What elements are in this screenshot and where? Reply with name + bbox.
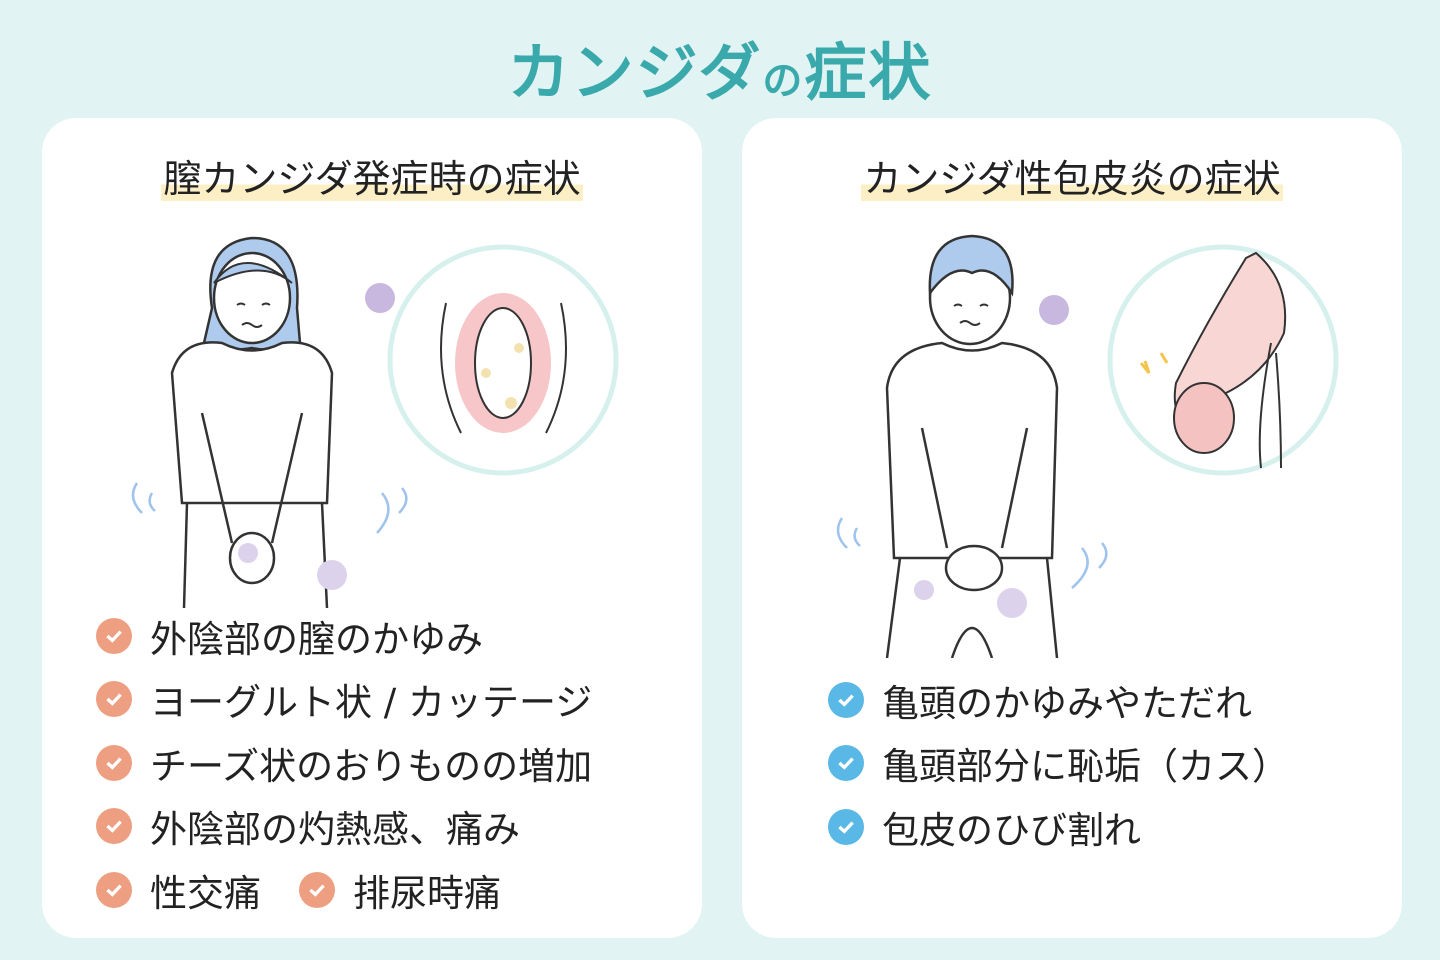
symptom-item: 外陰部の灼熱感、痛み <box>96 795 592 859</box>
title-particle: の <box>762 58 805 104</box>
card-heading: カンジダ性包皮炎の症状 <box>742 148 1402 203</box>
check-icon <box>828 681 864 718</box>
symptom-item: 亀頭のかゆみやただれ <box>828 668 1289 732</box>
symptom-text: チーズ状のおりものの増加 <box>150 744 593 788</box>
title-text: カンジダ <box>507 36 763 109</box>
male-symptom-list: 亀頭のかゆみやただれ 亀頭部分に恥垢（カス） 包皮のひび割れ <box>828 668 1289 859</box>
check-icon <box>299 871 335 908</box>
check-icon <box>96 808 132 845</box>
check-icon <box>96 617 132 654</box>
heading-text: 膣カンジダ発症時の症状 <box>161 157 583 201</box>
candida-balanitis-card: カンジダ性包皮炎の症状 亀頭のかゆみやただれ 亀頭部分に恥垢（カス） 包皮のひび… <box>742 118 1402 938</box>
check-icon <box>96 871 132 908</box>
symptom-text: 外陰部の灼熱感、痛み <box>150 808 520 852</box>
symptom-text: ヨーグルト状 / カッテージ <box>150 681 593 725</box>
symptom-item: ヨーグルト状 / カッテージ <box>96 668 592 732</box>
symptom-text: 外陰部の膣のかゆみ <box>150 617 483 661</box>
symptom-item: 亀頭部分に恥垢（カス） <box>828 732 1289 796</box>
symptom-item: チーズ状のおりものの増加 <box>96 731 592 795</box>
heading-text: カンジダ性包皮炎の症状 <box>861 157 1283 201</box>
symptom-item: 性交痛 排尿時痛 <box>96 858 592 922</box>
vulva-closeup-illustration <box>387 244 619 476</box>
symptom-text: 亀頭部分に恥垢（カス） <box>882 745 1289 789</box>
symptom-item: 包皮のひび割れ <box>828 795 1289 859</box>
symptom-text: 亀頭のかゆみやただれ <box>882 681 1252 725</box>
check-icon <box>96 681 132 718</box>
title-text-symptoms: 症状 <box>804 36 933 109</box>
symptom-item: 外陰部の膣のかゆみ <box>96 604 592 668</box>
female-symptom-list: 外陰部の膣のかゆみ ヨーグルト状 / カッテージ チーズ状のおりものの増加 外陰… <box>96 604 592 922</box>
man-illustration <box>836 234 1108 658</box>
check-icon <box>828 745 864 782</box>
symptom-text: 排尿時痛 <box>353 871 501 915</box>
penis-closeup-illustration <box>1107 244 1339 476</box>
symptom-text: 包皮のひび割れ <box>882 808 1141 852</box>
card-heading: 膣カンジダ発症時の症状 <box>42 148 702 203</box>
check-icon <box>828 808 864 845</box>
page-title: カンジダの症状 <box>0 22 1440 112</box>
vaginal-candida-card: 膣カンジダ発症時の症状 外陰部の膣のかゆみ ヨーグルト状 / カッテージ チーズ… <box>42 118 702 938</box>
symptom-text: 性交痛 <box>150 871 261 915</box>
woman-illustration <box>131 236 408 609</box>
check-icon <box>96 744 132 781</box>
